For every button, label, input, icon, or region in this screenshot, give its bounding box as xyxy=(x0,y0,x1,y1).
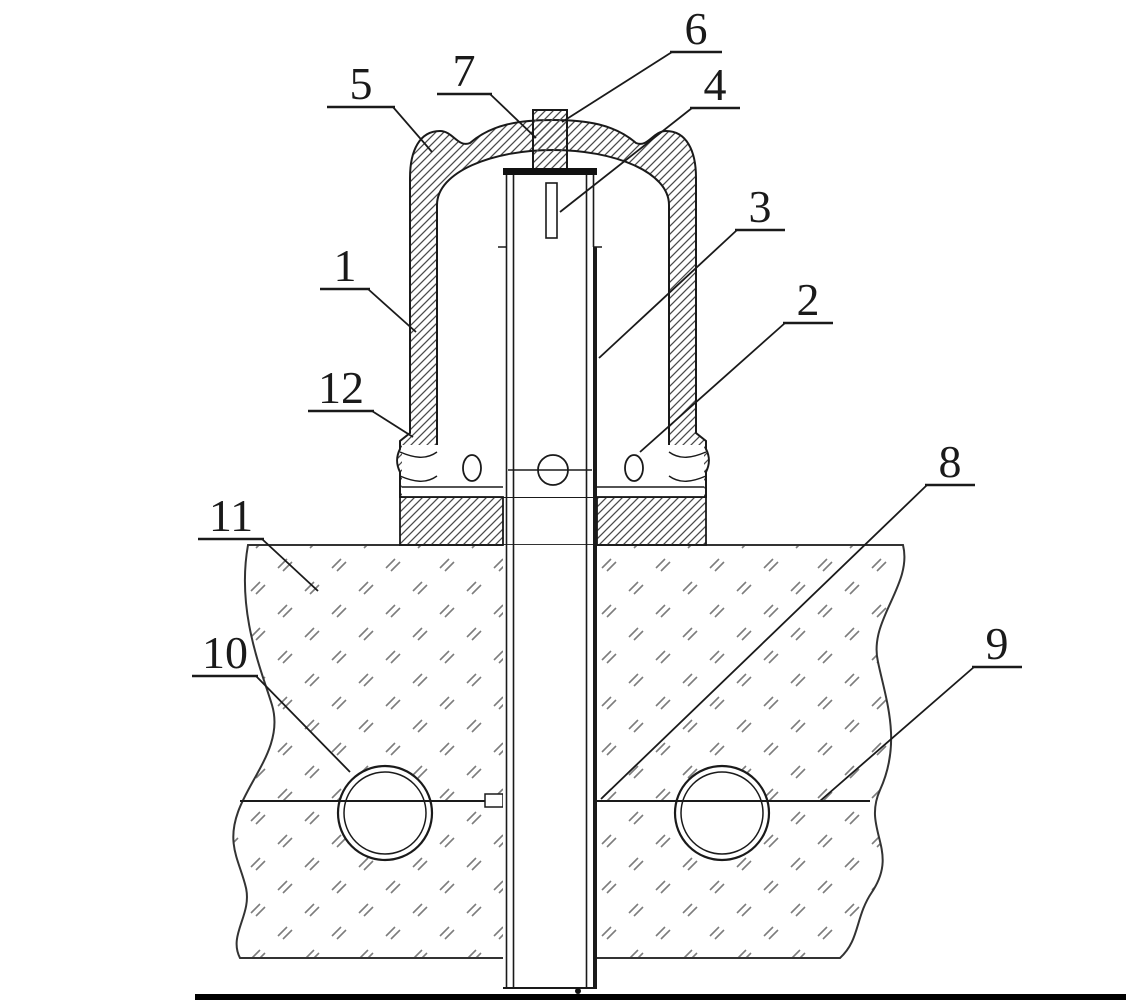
right-pipe-ring xyxy=(673,764,771,862)
callout-11-label: 11 xyxy=(209,490,253,541)
callout-2-label: 2 xyxy=(797,274,820,325)
callout-3: 3 xyxy=(598,181,785,359)
left-pipe-ring xyxy=(336,764,434,862)
callout-4-label: 4 xyxy=(704,59,727,110)
callout-9: 9 xyxy=(819,618,1022,802)
flange-right xyxy=(596,496,707,546)
callout-12: 12 xyxy=(308,362,414,438)
callout-5-label: 5 xyxy=(350,58,373,109)
callout-12-label: 12 xyxy=(318,362,364,413)
seal-grooves xyxy=(399,451,707,482)
callout-2: 2 xyxy=(639,274,833,453)
callout-8: 8 xyxy=(600,436,975,800)
callout-5: 5 xyxy=(327,58,433,153)
callout-10-label: 10 xyxy=(202,627,248,678)
callout-1: 1 xyxy=(320,240,417,333)
duct-joint xyxy=(484,793,504,808)
bottom-border xyxy=(195,994,1126,1000)
top-plug xyxy=(532,109,568,171)
callout-6: 6 xyxy=(561,3,722,123)
callout-8-label: 8 xyxy=(939,436,962,487)
callout-6-label: 6 xyxy=(685,3,708,54)
tube-walls xyxy=(498,175,602,989)
caption-dot xyxy=(575,988,581,994)
callout-3-label: 3 xyxy=(749,181,772,232)
callout-4: 4 xyxy=(559,59,740,213)
callout-7: 7 xyxy=(437,45,537,139)
tube-cap xyxy=(503,168,597,175)
callout-9-label: 9 xyxy=(986,618,1009,669)
callout-11: 11 xyxy=(198,490,319,592)
flange-left xyxy=(399,496,504,546)
inner-slot xyxy=(545,182,558,239)
callout-10: 10 xyxy=(192,627,351,773)
tube-backing xyxy=(503,545,597,991)
callout-7-label: 7 xyxy=(453,45,476,96)
callout-1-label: 1 xyxy=(334,240,357,291)
